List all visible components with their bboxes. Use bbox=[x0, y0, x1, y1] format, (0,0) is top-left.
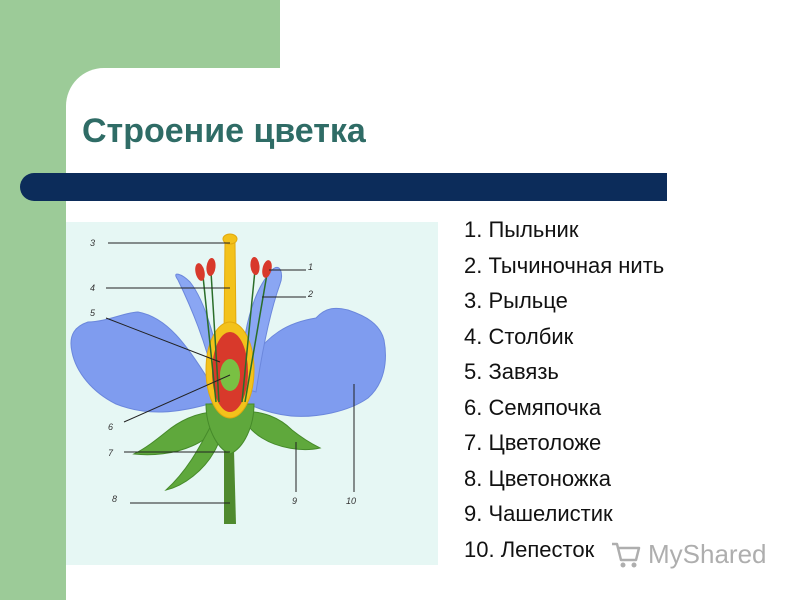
diagram-label-5: 5 bbox=[90, 308, 96, 318]
legend-item-5: 5. Завязь bbox=[464, 359, 559, 384]
legend-item-7: 7. Цветоложе bbox=[464, 430, 602, 455]
diagram-label-8: 8 bbox=[112, 494, 117, 504]
diagram-label-4: 4 bbox=[90, 283, 95, 293]
anther bbox=[262, 260, 272, 278]
filament bbox=[202, 275, 217, 403]
diagram-label-6: 6 bbox=[108, 422, 113, 432]
legend-item-10: 10. Лепесток bbox=[464, 536, 595, 562]
diagram-label-2: 2 bbox=[307, 289, 313, 299]
leader-line-6 bbox=[123, 374, 231, 423]
stalk bbox=[224, 450, 236, 524]
stigma bbox=[222, 233, 238, 245]
flower-diagram: 3 4 5 6 7 8 1 2 9 10 bbox=[66, 222, 438, 565]
right-petal bbox=[243, 307, 386, 417]
slide-title: Строение цветка bbox=[82, 112, 366, 150]
parts-legend: 1. Пыльник 2. Тычиночная нить 3. Рыльце … bbox=[464, 212, 664, 567]
diagram-number-labels: 3 4 5 6 7 8 1 2 9 10 bbox=[90, 238, 356, 506]
leader-line-5 bbox=[105, 317, 221, 363]
right-sepal bbox=[241, 411, 322, 451]
filament bbox=[244, 273, 268, 403]
flower-diagram-svg: 3 4 5 6 7 8 1 2 9 10 bbox=[70, 233, 386, 524]
receptacle bbox=[205, 403, 255, 455]
diagram-label-1: 1 bbox=[308, 262, 313, 272]
watermark: MyShared bbox=[610, 536, 767, 572]
left-petal bbox=[70, 311, 217, 413]
title-rule bbox=[20, 173, 667, 201]
diagram-label-10: 10 bbox=[346, 496, 356, 506]
shopping-cart-icon bbox=[612, 542, 641, 568]
legend-item-8: 8. Цветоножка bbox=[464, 465, 611, 491]
legend-item-2: 2. Тычиночная нить bbox=[464, 252, 665, 278]
anther bbox=[250, 257, 260, 275]
anther bbox=[206, 258, 216, 276]
anther bbox=[195, 263, 205, 281]
legend-item-6: 6. Семяпочка bbox=[464, 394, 602, 420]
legend-item-3: 3. Рыльце bbox=[464, 288, 568, 313]
legend-item-4: 4. Столбик bbox=[464, 323, 574, 349]
filament bbox=[241, 269, 256, 403]
legend-item-1: 1. Пыльник bbox=[464, 217, 579, 242]
leader-lines bbox=[105, 242, 355, 504]
legend-item-9: 9. Чашелистик bbox=[464, 501, 613, 526]
diagram-label-3: 3 bbox=[90, 238, 95, 248]
diagram-label-7: 7 bbox=[108, 448, 114, 458]
watermark-text: MyShared bbox=[648, 538, 767, 569]
diagram-label-9: 9 bbox=[292, 496, 297, 506]
